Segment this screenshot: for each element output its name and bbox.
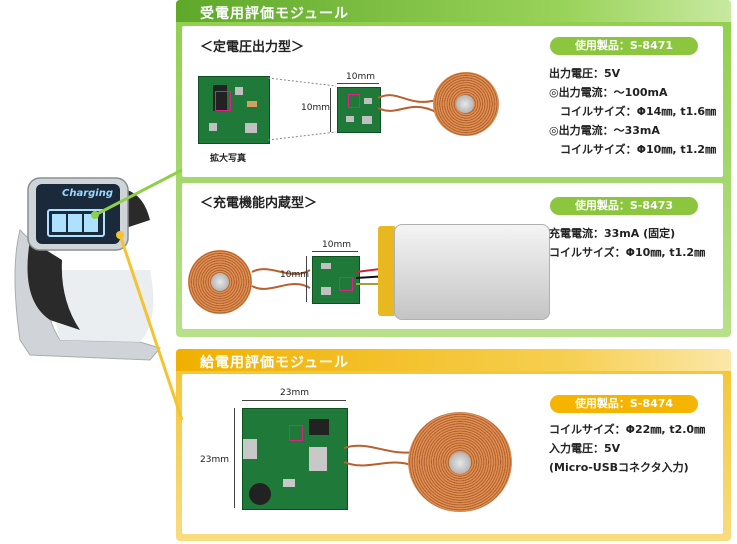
tx-dim-width: 23mm (280, 388, 309, 398)
dim-line (242, 400, 346, 401)
pcb-component (346, 116, 354, 122)
spec-line: コイルサイズ：Φ22㎜, t2.0㎜ (549, 423, 706, 436)
pcb-component (283, 479, 295, 487)
charge-product-badge: 使用製品：S-8473 (550, 197, 698, 215)
tx-module-title: 給電用評価モジュール (200, 355, 350, 371)
pcb-component (235, 87, 243, 95)
pcb-component (362, 116, 372, 124)
battery-tab (378, 226, 396, 316)
spec-line: コイルサイズ：Φ10㎜, t1.2㎜ (549, 246, 706, 259)
spec-line: ◎出力電流：～33mA (549, 124, 660, 137)
usb-connector (243, 439, 257, 459)
tx-module-title-bar (176, 349, 731, 371)
spec-line: (Micro-USBコネクタ入力) (549, 461, 689, 474)
pcb-chip (309, 419, 329, 435)
watch-illustration (14, 177, 161, 361)
ic-highlight-box (339, 277, 353, 291)
cv-product-badge: 使用製品：S-8471 (550, 37, 698, 55)
dim-line (312, 251, 358, 252)
tx-pcb (242, 408, 348, 510)
cv-dim-height: 10mm (301, 103, 330, 113)
spec-line: ◎出力電流：～100mA (549, 86, 668, 99)
pcb-component (247, 101, 257, 107)
ic-highlight-box (289, 425, 303, 441)
charge-specs: 充電電流：33mA (固定) コイルサイズ：Φ10㎜, t1.2㎜ (549, 224, 705, 262)
dim-line (330, 88, 331, 132)
tx-dim-height: 23mm (200, 455, 229, 465)
coil-core (449, 452, 471, 474)
rx-module-title: 受電用評価モジュール (200, 6, 350, 22)
dim-line (337, 83, 379, 84)
tx-product-badge: 使用製品：S-8474 (550, 395, 698, 413)
ic-highlight-box (215, 91, 231, 111)
coil-wires (344, 444, 415, 467)
connector-lines (91, 168, 184, 421)
tx-specs: コイルサイズ：Φ22㎜, t2.0㎜ 入力電圧：5V (Micro-USBコネク… (549, 420, 705, 477)
spec-line: 出力電圧：5V (549, 67, 621, 80)
dim-line (306, 256, 307, 302)
zoom-lines (268, 77, 337, 141)
ic-highlight-box (348, 94, 360, 108)
rx-module-title-bar (176, 0, 731, 22)
tx-coil (408, 412, 512, 512)
charge-section-title: ＜充電機能内蔵型＞ (200, 196, 318, 211)
pcb-component (364, 98, 372, 104)
rx-coil-cv (433, 72, 499, 136)
spec-line: 充電電流：33mA (固定) (549, 227, 676, 240)
charge-dim-height: 10mm (280, 270, 309, 280)
battery (394, 224, 550, 320)
rx-coil-charge (188, 250, 252, 314)
coil-wires (378, 94, 437, 113)
pcb-component (245, 123, 257, 133)
charge-pcb (312, 256, 360, 304)
pcb-component (309, 447, 327, 471)
pcb-component (321, 263, 331, 269)
cv-section-title: ＜定電圧出力型＞ (200, 40, 305, 55)
cv-pcb (337, 87, 381, 133)
coil-core (456, 95, 474, 113)
inductor (249, 483, 271, 505)
spec-line: コイルサイズ：Φ14㎜, t1.6㎜ (549, 105, 717, 118)
cv-pcb-zoom-photo (198, 76, 270, 144)
coil-core (211, 273, 229, 291)
watch-screen-text: Charging (62, 188, 114, 199)
dim-line (234, 408, 235, 508)
spec-line: 入力電圧：5V (549, 442, 621, 455)
cv-specs: 出力電圧：5V ◎出力電流：～100mA コイルサイズ：Φ14㎜, t1.6㎜ … (549, 64, 716, 159)
zoom-caption: 拡大写真 (210, 154, 247, 164)
pcb-component (321, 287, 331, 295)
coil-wires (251, 268, 311, 290)
cv-dim-width: 10mm (346, 72, 375, 82)
spec-line: コイルサイズ：Φ10㎜, t1.2㎜ (549, 143, 717, 156)
charge-dim-width: 10mm (322, 240, 351, 250)
pcb-component (209, 123, 217, 131)
